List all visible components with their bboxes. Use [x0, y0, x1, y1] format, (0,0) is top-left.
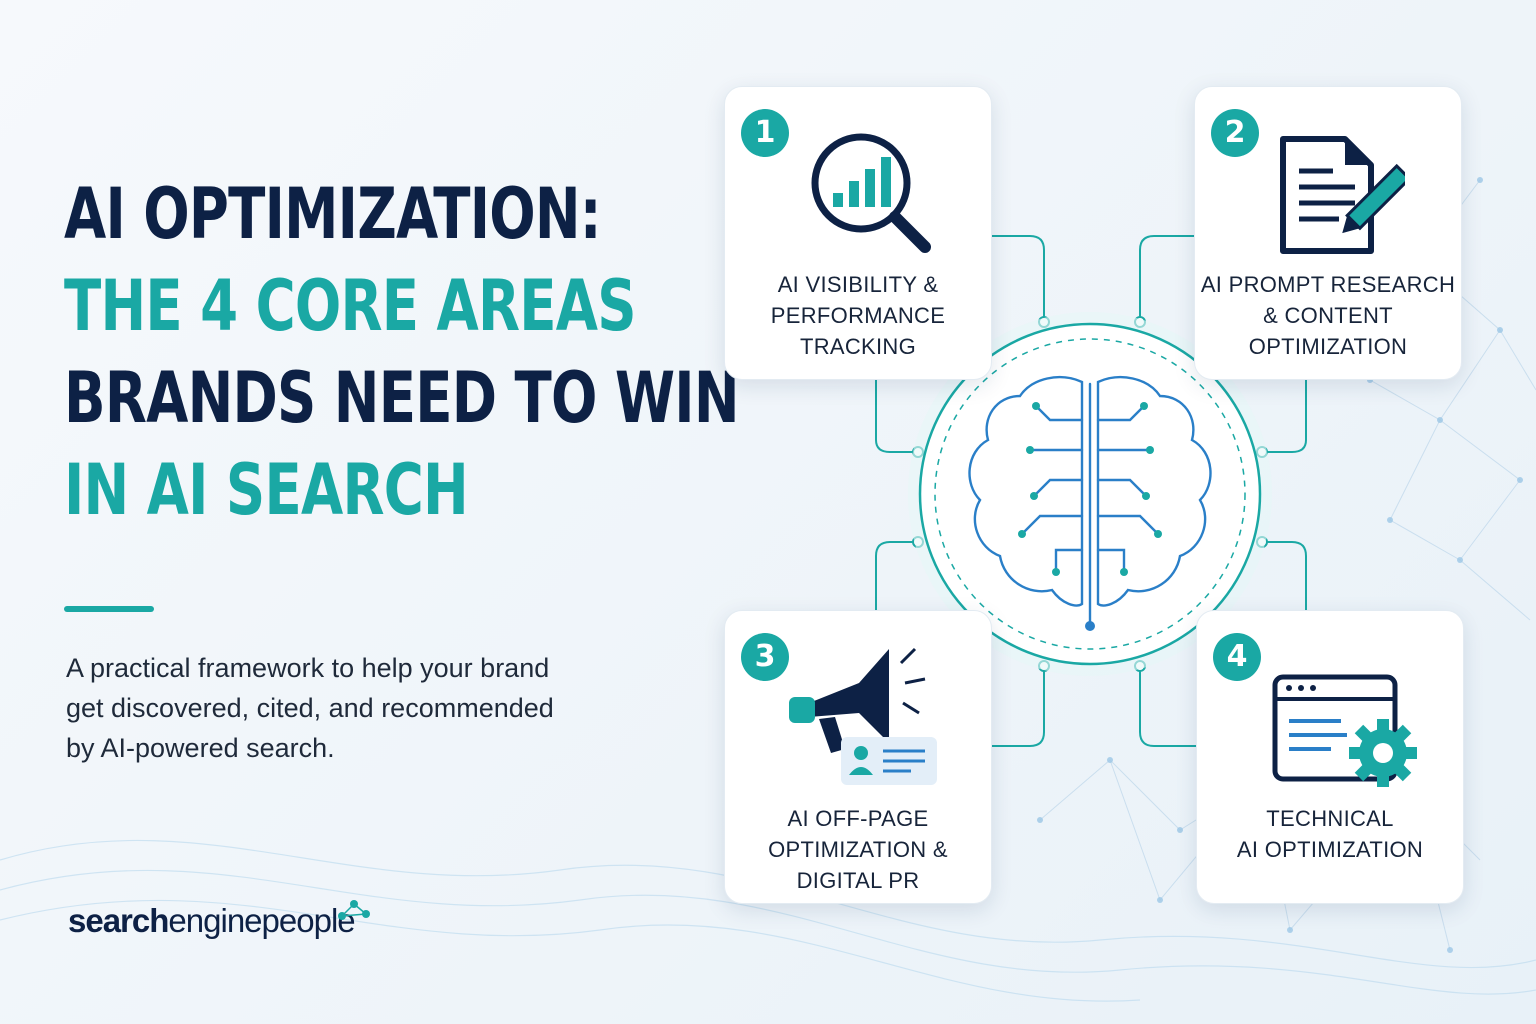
- card-label-line: AI OPTIMIZATION: [1236, 837, 1424, 862]
- card-label-line: PERFORMANCE: [770, 303, 946, 328]
- logo-part-people: people: [261, 902, 356, 939]
- card-label-line: AI OFF-PAGE: [787, 806, 929, 831]
- headline-line-1: AI OPTIMIZATION:: [64, 173, 602, 255]
- card-label-line: & CONTENT: [1263, 303, 1393, 328]
- card-number-badge: 3: [741, 633, 789, 681]
- subtitle-line-3: by AI-powered search.: [66, 733, 335, 763]
- logo-part-engine: engine: [168, 902, 262, 939]
- headline-line-4: IN AI SEARCH: [64, 449, 469, 531]
- card-label: AI PROMPT RESEARCH & CONTENT OPTIMIZATIO…: [1195, 269, 1461, 362]
- card-label: AI VISIBILITY & PERFORMANCE TRACKING: [725, 269, 991, 362]
- magnifier-chart-icon: [811, 133, 931, 253]
- card-off-page-pr[interactable]: 3 AI OFF-PAGE OPTIMIZATION & DIGITAL PR: [724, 610, 992, 904]
- subtitle: A practical framework to help your brand…: [66, 648, 626, 768]
- card-label: TECHNICAL AI OPTIMIZATION: [1197, 803, 1463, 865]
- subtitle-line-1: A practical framework to help your brand: [66, 653, 550, 683]
- browser-gear-icon: [1272, 674, 1417, 787]
- card-label: AI OFF-PAGE OPTIMIZATION & DIGITAL PR: [725, 803, 991, 896]
- logo-wordmark: searchenginepeople: [68, 902, 356, 940]
- document-pencil-icon: [1280, 136, 1405, 254]
- brand-logo[interactable]: searchenginepeople: [68, 896, 428, 956]
- megaphone-icon: [789, 647, 937, 785]
- card-label-line: TECHNICAL: [1266, 806, 1394, 831]
- card-technical-optimization[interactable]: 4 TECHNICAL AI OPTIMIZATION: [1196, 610, 1464, 904]
- brain-circuit-icon: [968, 375, 1212, 624]
- card-prompt-research[interactable]: 2 AI PROMPT RESEARCH & CONTENT OPTIMIZAT…: [1194, 86, 1462, 380]
- logo-network-icon: [338, 900, 370, 920]
- subtitle-line-2: get discovered, cited, and recommended: [66, 693, 554, 723]
- card-label-line: AI VISIBILITY &: [777, 272, 939, 297]
- card-number-badge: 2: [1211, 109, 1259, 157]
- headline-line-2: THE 4 CORE AREAS: [64, 265, 637, 347]
- card-number-badge: 4: [1213, 633, 1261, 681]
- logo-part-search: search: [68, 902, 169, 939]
- card-label-line: AI PROMPT RESEARCH: [1200, 272, 1456, 297]
- card-visibility-tracking[interactable]: 1 AI VISIBILITY & PERFORMANCE TRACKING: [724, 86, 992, 380]
- card-label-line: OPTIMIZATION &: [768, 837, 948, 862]
- accent-divider: [64, 606, 154, 612]
- card-label-line: DIGITAL PR: [796, 868, 920, 893]
- card-label-line: TRACKING: [799, 334, 917, 359]
- card-label-line: OPTIMIZATION: [1248, 334, 1408, 359]
- card-number-badge: 1: [741, 109, 789, 157]
- headline: AI OPTIMIZATION: THE 4 CORE AREAS BRANDS…: [64, 168, 764, 536]
